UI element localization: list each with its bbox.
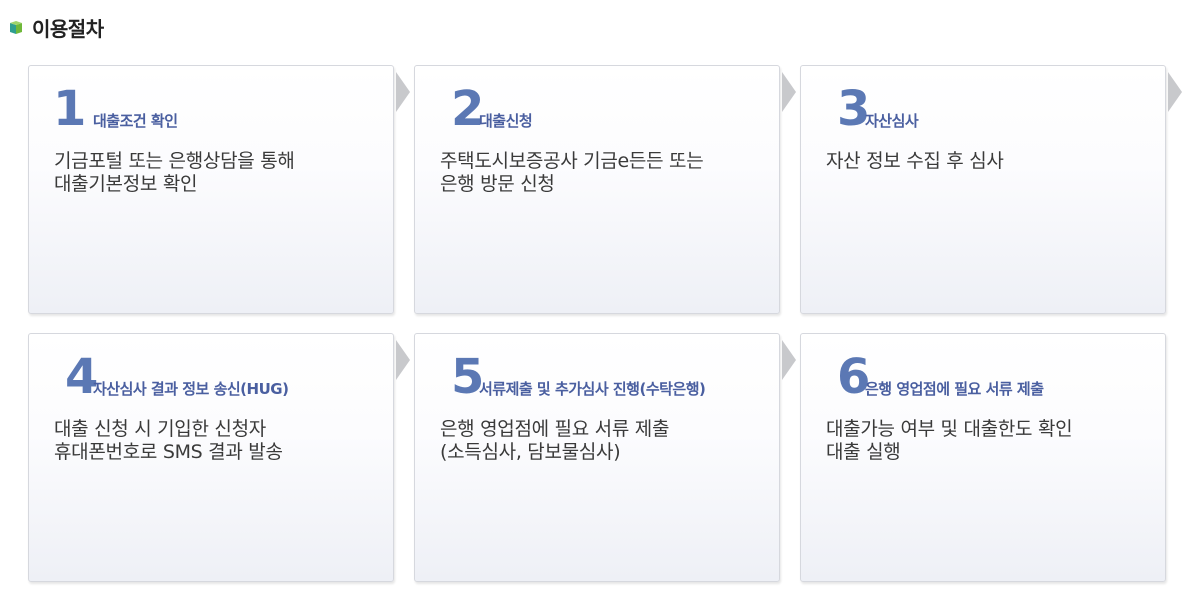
step-description-line: 주택도시보증공사 기금e든든 또는 xyxy=(440,150,704,172)
step-number: 2 xyxy=(451,81,485,137)
step-description-line: 대출 신청 시 기입한 신청자 xyxy=(54,418,266,440)
step-head: 6 은행 영업점에 필요 서류 제출 xyxy=(801,348,1165,406)
step-card-4: 4 자산심사 결과 정보 송신(HUG) 대출 신청 시 기입한 신청자 휴대폰… xyxy=(28,333,394,582)
book-icon xyxy=(8,19,24,35)
step-heading: 자산심사 xyxy=(865,112,919,130)
step-number: 1 xyxy=(53,81,87,137)
step-number: 6 xyxy=(837,349,871,405)
step-description: 대출 신청 시 기입한 신청자 휴대폰번호로 SMS 결과 발송 xyxy=(54,418,377,464)
step-description-line: 대출가능 여부 및 대출한도 확인 xyxy=(826,418,1073,440)
next-arrow-icon xyxy=(782,340,796,380)
step-description-line: 기금포털 또는 은행상담을 통해 xyxy=(54,150,295,172)
step-number: 3 xyxy=(837,81,871,137)
step-description-line: 대출기본정보 확인 xyxy=(54,173,198,195)
next-arrow-icon xyxy=(396,72,410,112)
step-head: 4 자산심사 결과 정보 송신(HUG) xyxy=(29,348,393,406)
step-head: 3 자산심사 xyxy=(801,80,1165,138)
step-description-line: 대출 실행 xyxy=(826,441,901,463)
next-arrow-icon xyxy=(396,340,410,380)
step-head: 1 대출조건 확인 xyxy=(29,80,393,138)
step-card-3: 3 자산심사 자산 정보 수집 후 심사 xyxy=(800,65,1166,314)
section-header: 이용절차 xyxy=(8,12,104,42)
step-head: 5 서류제출 및 추가심사 진행(수탁은행) xyxy=(415,348,779,406)
step-description: 은행 영업점에 필요 서류 제출 (소득심사, 담보물심사) xyxy=(440,418,763,464)
step-description-line: 자산 정보 수집 후 심사 xyxy=(826,150,1004,172)
step-head: 2 대출신청 xyxy=(415,80,779,138)
step-heading: 은행 영업점에 필요 서류 제출 xyxy=(865,380,1044,398)
step-card-5: 5 서류제출 및 추가심사 진행(수탁은행) 은행 영업점에 필요 서류 제출 … xyxy=(414,333,780,582)
step-number: 5 xyxy=(451,349,485,405)
step-description-line: 은행 방문 신청 xyxy=(440,173,555,195)
step-number: 4 xyxy=(65,349,99,405)
step-heading: 자산심사 결과 정보 송신(HUG) xyxy=(93,380,289,398)
step-description-line: (소득심사, 담보물심사) xyxy=(440,441,621,463)
step-description: 기금포털 또는 은행상담을 통해 대출기본정보 확인 xyxy=(54,150,377,196)
step-description: 자산 정보 수집 후 심사 xyxy=(826,150,1149,173)
step-description: 대출가능 여부 및 대출한도 확인 대출 실행 xyxy=(826,418,1149,464)
step-description-line: 휴대폰번호로 SMS 결과 발송 xyxy=(54,441,283,463)
step-description-line: 은행 영업점에 필요 서류 제출 xyxy=(440,418,670,440)
step-card-6: 6 은행 영업점에 필요 서류 제출 대출가능 여부 및 대출한도 확인 대출 … xyxy=(800,333,1166,582)
step-card-1: 1 대출조건 확인 기금포털 또는 은행상담을 통해 대출기본정보 확인 xyxy=(28,65,394,314)
step-description: 주택도시보증공사 기금e든든 또는 은행 방문 신청 xyxy=(440,150,763,196)
step-heading: 서류제출 및 추가심사 진행(수탁은행) xyxy=(479,380,706,398)
step-card-2: 2 대출신청 주택도시보증공사 기금e든든 또는 은행 방문 신청 xyxy=(414,65,780,314)
step-heading: 대출신청 xyxy=(479,112,533,130)
section-title: 이용절차 xyxy=(32,16,104,41)
step-heading: 대출조건 확인 xyxy=(93,112,178,130)
next-arrow-icon xyxy=(1168,72,1182,112)
next-arrow-icon xyxy=(782,72,796,112)
